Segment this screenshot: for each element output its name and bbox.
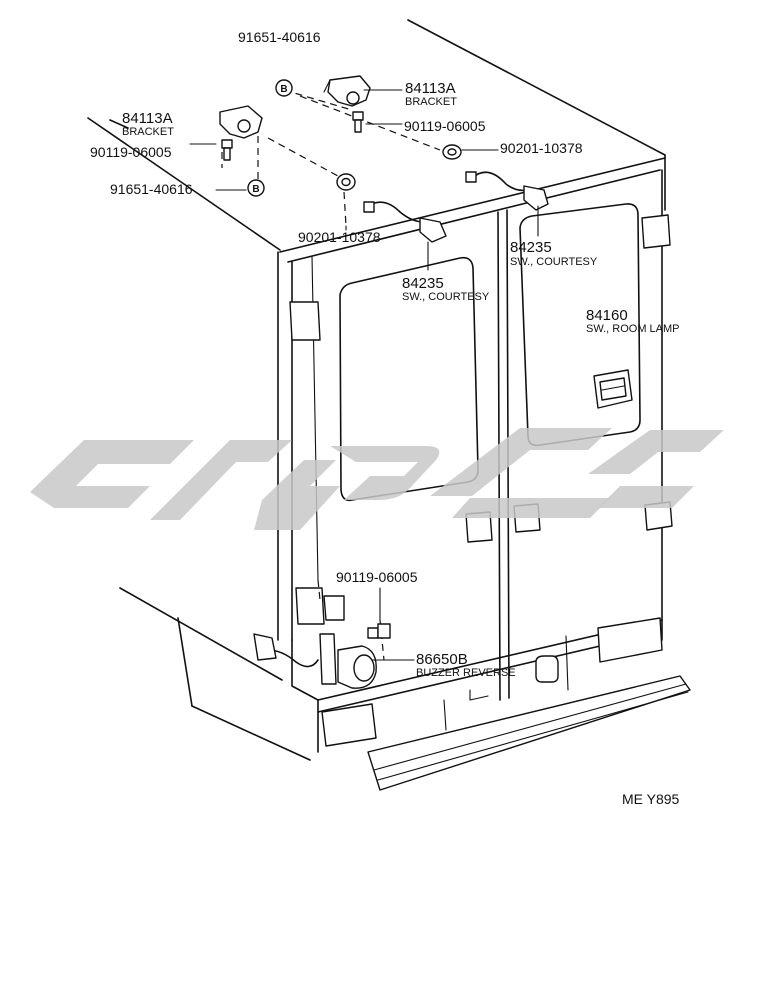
bolt-left-icon <box>221 139 233 161</box>
part-no-grommet-right: 90201-10378 <box>500 140 583 156</box>
clip-badge-top-icon: B <box>275 79 293 97</box>
svg-text:B: B <box>280 84 287 95</box>
part-no-bolt-right: 90119-06005 <box>404 118 486 134</box>
part-no-bolt-bottom: 90119-06005 <box>336 569 418 585</box>
bolt-right-icon <box>352 111 364 133</box>
part-no-bracket-left: 84113A <box>122 110 173 127</box>
courtesy-switch-left <box>363 201 447 243</box>
part-no-clip-left: 91651-40616 <box>110 181 193 197</box>
part-no-grommet-left: 90201-10378 <box>298 229 381 245</box>
part-no-bracket-right: 84113A <box>405 80 456 97</box>
grommet-left-icon <box>336 173 356 191</box>
bolt-bottom-icon <box>367 623 391 639</box>
part-no-switch-right: 84235 <box>510 239 552 256</box>
room-lamp-switch <box>593 369 633 409</box>
clip-badge-left-icon: B <box>247 179 265 197</box>
name-switch-left: SW., COURTESY <box>402 291 490 303</box>
courtesy-switch-right <box>465 171 549 211</box>
reverse-buzzer <box>253 633 377 689</box>
name-bracket-right: BRACKET <box>405 96 457 108</box>
name-bracket-left: BRACKET <box>122 126 174 138</box>
part-no-room-lamp-switch: 84160 <box>586 307 628 324</box>
name-buzzer: BUZZER REVERSE <box>416 667 516 679</box>
name-switch-right: SW., COURTESY <box>510 256 598 268</box>
callout-labels: 91651-40616 84113A BRACKET 84113A BRACKE… <box>90 29 680 807</box>
part-no-switch-left: 84235 <box>402 275 444 292</box>
part-no-bolt-left: 90119-06005 <box>90 144 172 160</box>
svg-text:B: B <box>252 184 259 195</box>
grommet-right-icon <box>442 144 462 160</box>
bracket-left <box>219 105 263 139</box>
figure-code: ME Y895 <box>622 791 680 807</box>
label-ticks <box>189 89 539 661</box>
watermark-logo <box>30 428 724 530</box>
name-room-lamp-switch: SW., ROOM LAMP <box>586 323 680 335</box>
bracket-right <box>323 75 371 107</box>
part-no-clip-top: 91651-40616 <box>238 29 321 45</box>
part-no-buzzer: 86650B <box>416 651 468 668</box>
